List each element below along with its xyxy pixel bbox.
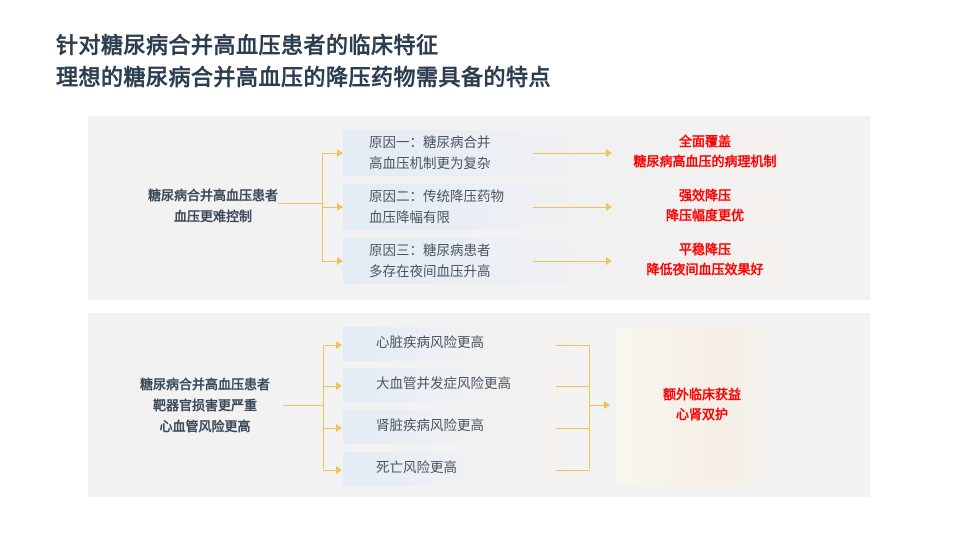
connector bbox=[556, 345, 590, 346]
bottom-source-line: 靶器官损害更严重 bbox=[152, 399, 257, 414]
arrow-icon bbox=[337, 203, 343, 211]
benefit: 强效降压降压幅度更优 bbox=[620, 187, 790, 227]
benefit-line: 全面覆盖 bbox=[678, 135, 731, 150]
arrow-icon bbox=[336, 424, 342, 432]
benefit-line: 强效降压 bbox=[678, 189, 731, 204]
bottom-source-line: 糖尿病合并高血压患者 bbox=[139, 378, 270, 393]
bottom-source-line: 心血管风险更高 bbox=[159, 420, 251, 435]
connector bbox=[556, 386, 590, 387]
connector bbox=[323, 386, 337, 387]
connector bbox=[322, 153, 338, 154]
arrow-icon bbox=[336, 382, 342, 390]
connector bbox=[589, 345, 590, 469]
connector bbox=[323, 470, 337, 471]
connector bbox=[322, 261, 338, 262]
connector bbox=[323, 345, 324, 469]
arrow-icon bbox=[337, 257, 343, 265]
connector bbox=[283, 405, 323, 406]
connector bbox=[589, 405, 606, 406]
risk-label: 死亡风险更高 bbox=[376, 460, 457, 476]
reason-line: 血压降幅有限 bbox=[369, 210, 450, 226]
arrow-icon bbox=[606, 149, 612, 157]
reason-line: 高血压机制更为复杂 bbox=[369, 156, 491, 172]
connector bbox=[556, 470, 590, 471]
arrow-icon bbox=[606, 257, 612, 265]
reason-line: 原因三：糖尿病患者 bbox=[369, 243, 491, 259]
arrow-icon bbox=[606, 203, 612, 211]
connector bbox=[278, 203, 322, 204]
benefit-line: 糖尿病高血压的病理机制 bbox=[633, 155, 777, 170]
bottom-result: 额外临床获益 心肾双护 bbox=[617, 386, 787, 426]
reason-line: 原因一：糖尿病合并 bbox=[369, 135, 491, 151]
benefit-line: 平稳降压 bbox=[678, 243, 731, 258]
benefit: 平稳降压降低夜间血压效果好 bbox=[620, 241, 790, 281]
bottom-source: 糖尿病合并高血压患者 靶器官损害更严重 心血管风险更高 bbox=[115, 375, 295, 438]
page-title-line1: 针对糖尿病合并高血压患者的临床特征 bbox=[56, 34, 439, 59]
benefit: 全面覆盖糖尿病高血压的病理机制 bbox=[620, 133, 790, 173]
connector bbox=[556, 428, 590, 429]
connector bbox=[533, 153, 607, 154]
result-box bbox=[617, 327, 792, 486]
reason-box: 原因三：糖尿病患者多存在夜间血压升高 bbox=[343, 238, 783, 284]
risk-box: 大血管并发症风险更高 bbox=[343, 368, 570, 402]
reason-line: 多存在夜间血压升高 bbox=[369, 264, 491, 280]
risk-box: 肾脏疾病风险更高 bbox=[343, 410, 570, 444]
risk-box: 死亡风险更高 bbox=[343, 452, 570, 486]
result-line: 心肾双护 bbox=[675, 408, 728, 423]
connector bbox=[323, 345, 337, 346]
top-source-line: 血压更难控制 bbox=[173, 210, 252, 225]
risk-label: 心脏疾病风险更高 bbox=[376, 335, 484, 351]
risk-box: 心脏疾病风险更高 bbox=[343, 327, 570, 361]
arrow-icon bbox=[336, 466, 342, 474]
connector bbox=[322, 207, 338, 208]
arrow-icon bbox=[337, 149, 343, 157]
benefit-line: 降压幅度更优 bbox=[665, 209, 744, 224]
result-line: 额外临床获益 bbox=[662, 388, 741, 403]
connector bbox=[533, 261, 607, 262]
reason-line: 原因二：传统降压药物 bbox=[369, 189, 504, 205]
connector bbox=[323, 428, 337, 429]
arrow-icon bbox=[336, 341, 342, 349]
risk-label: 大血管并发症风险更高 bbox=[376, 376, 511, 392]
top-source: 糖尿病合并高血压患者 血压更难控制 bbox=[118, 186, 308, 228]
connector bbox=[533, 207, 607, 208]
risk-label: 肾脏疾病风险更高 bbox=[376, 418, 484, 434]
top-source-line: 糖尿病合并高血压患者 bbox=[147, 189, 278, 204]
benefit-line: 降低夜间血压效果好 bbox=[646, 263, 764, 278]
page-title-line2: 理想的糖尿病合并高血压的降压药物需具备的特点 bbox=[56, 66, 552, 91]
arrow-icon bbox=[604, 401, 610, 409]
